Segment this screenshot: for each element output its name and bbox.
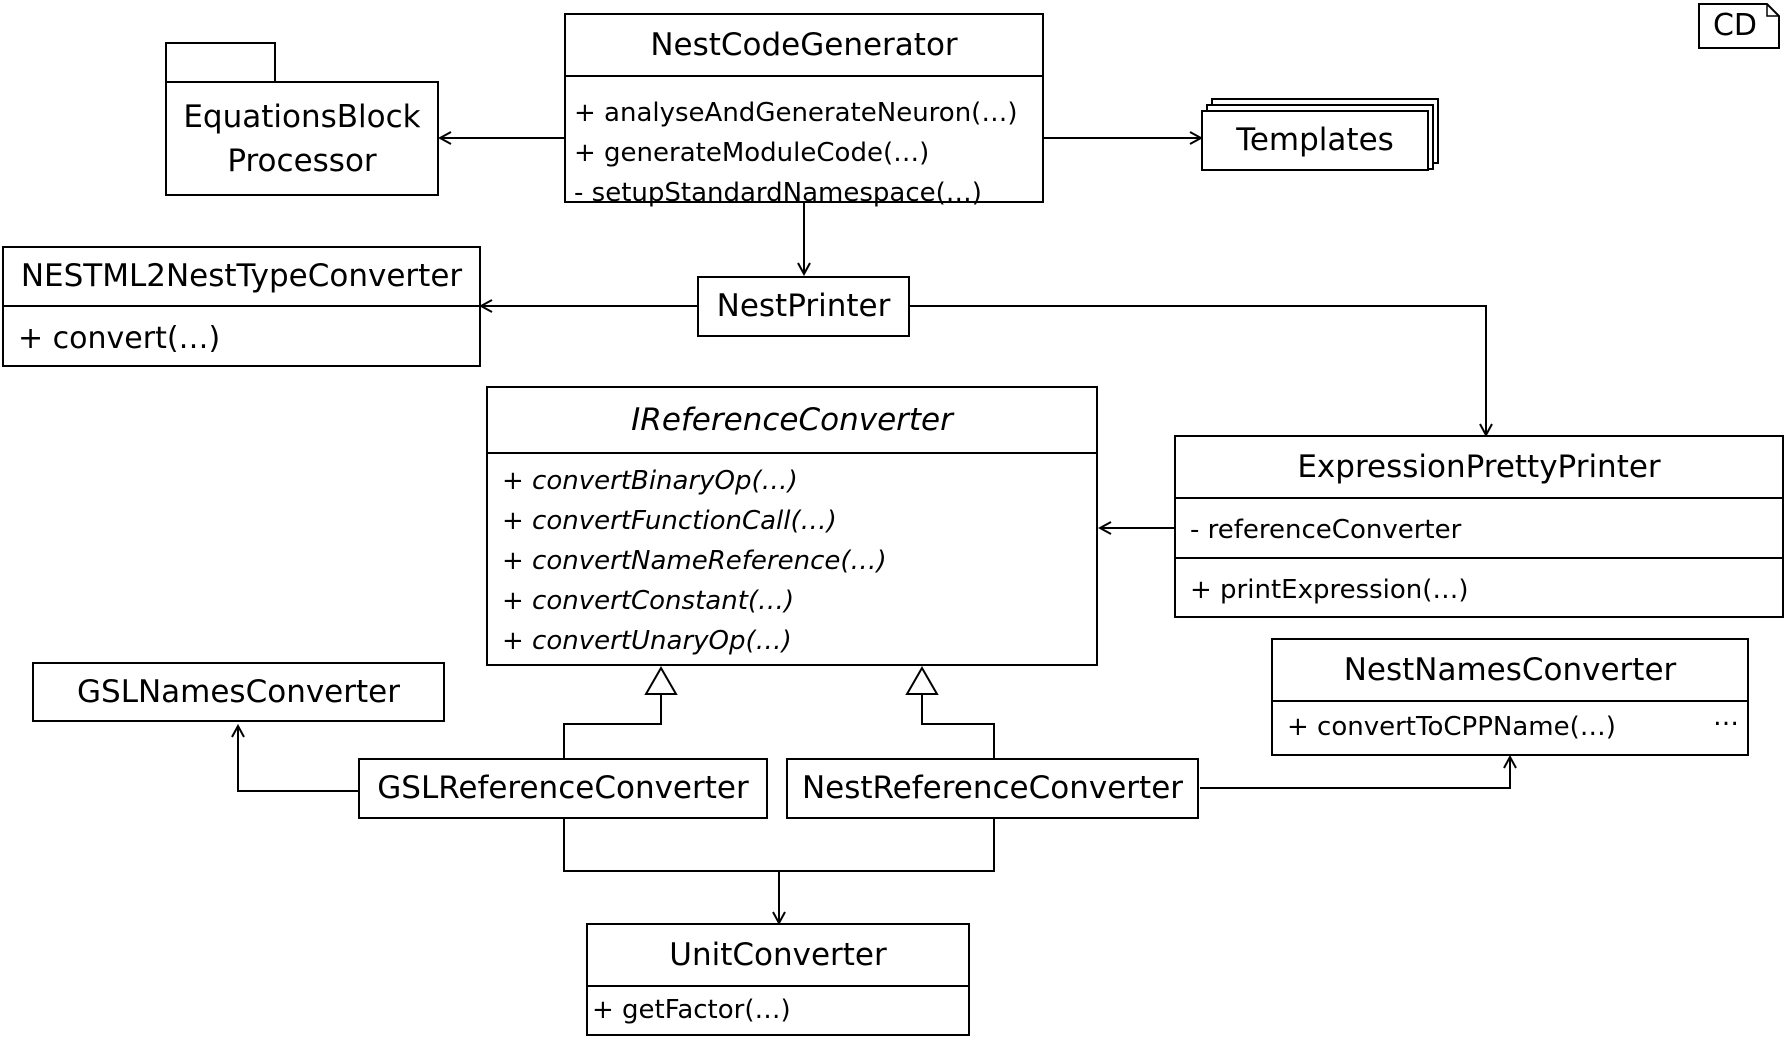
class-nest-printer[interactable]: NestPrinter bbox=[697, 276, 910, 337]
edge-gslref-generalization bbox=[563, 694, 662, 758]
generalization-triangle-gsl bbox=[644, 665, 678, 695]
method-entry: + analyseAndGenerateNeuron(…) bbox=[574, 98, 1018, 128]
method-entry: + convertToCPPName(…) bbox=[1287, 712, 1616, 742]
class-nest-code-generator[interactable]: NestCodeGenerator + analyseAndGenerateNe… bbox=[564, 13, 1044, 208]
generalization-triangle-nest bbox=[905, 665, 939, 695]
method-entry: + convertNameReference(…) bbox=[502, 546, 887, 576]
class-gsl-names-converter[interactable]: GSLNamesConverter bbox=[32, 662, 445, 722]
class-nest-names-converter[interactable]: NestNamesConverter + convertToCPPName(…)… bbox=[1271, 638, 1749, 756]
package-equations-block-processor[interactable]: EquationsBlock Processor bbox=[165, 81, 439, 196]
method-entry: - setupStandardNamespace(…) bbox=[574, 178, 982, 208]
interface-ireference-converter[interactable]: IReferenceConverter + convertBinaryOp(…)… bbox=[486, 386, 1098, 666]
interface-name: IReferenceConverter bbox=[631, 401, 953, 438]
class-name: NestCodeGenerator bbox=[650, 26, 958, 63]
edge-printer-to-prettyprinter bbox=[910, 305, 1486, 435]
package-tab bbox=[165, 42, 276, 83]
class-name: NESTML2NestTypeConverter bbox=[20, 258, 463, 294]
diagram-type-badge bbox=[1698, 3, 1780, 49]
method-entry: + convertConstant(…) bbox=[502, 586, 795, 616]
class-nestml2nest-type-converter[interactable]: NESTML2NestTypeConverter + convert(…) bbox=[2, 246, 481, 367]
class-gsl-reference-converter[interactable]: GSLReferenceConverter bbox=[358, 758, 768, 819]
diagram-type-label: CD bbox=[1712, 8, 1758, 43]
package-name-line2: Processor bbox=[227, 142, 377, 179]
edge-gslref-to-gslnames bbox=[238, 726, 358, 792]
method-entry: + getFactor(…) bbox=[592, 995, 791, 1025]
more-members-ellipsis: … bbox=[1713, 702, 1739, 732]
class-expression-pretty-printer[interactable]: ExpressionPrettyPrinter - referenceConve… bbox=[1174, 435, 1784, 618]
artifact-templates[interactable]: Templates bbox=[1201, 110, 1429, 171]
class-unit-converter[interactable]: UnitConverter + getFactor(…) bbox=[586, 923, 970, 1036]
method-entry: + convertBinaryOp(…) bbox=[502, 466, 798, 496]
class-name: ExpressionPrettyPrinter bbox=[1297, 448, 1661, 485]
method-entry: + convertFunctionCall(…) bbox=[502, 506, 837, 536]
method-entry: + generateModuleCode(…) bbox=[574, 138, 930, 168]
edge-nestref-generalization bbox=[921, 694, 995, 758]
method-entry: + printExpression(…) bbox=[1190, 575, 1469, 605]
class-nest-reference-converter[interactable]: NestReferenceConverter bbox=[786, 758, 1199, 819]
edge-gslref-to-junction bbox=[563, 818, 995, 872]
class-name: UnitConverter bbox=[669, 936, 887, 973]
method-entry: + convert(…) bbox=[18, 321, 221, 356]
class-name: NestNamesConverter bbox=[1343, 651, 1677, 688]
method-entry: + convertUnaryOp(…) bbox=[502, 626, 792, 656]
attribute-entry: - referenceConverter bbox=[1190, 515, 1462, 545]
package-name-line1: EquationsBlock bbox=[183, 98, 421, 135]
edge-nestref-to-nestnames bbox=[1200, 757, 1510, 789]
